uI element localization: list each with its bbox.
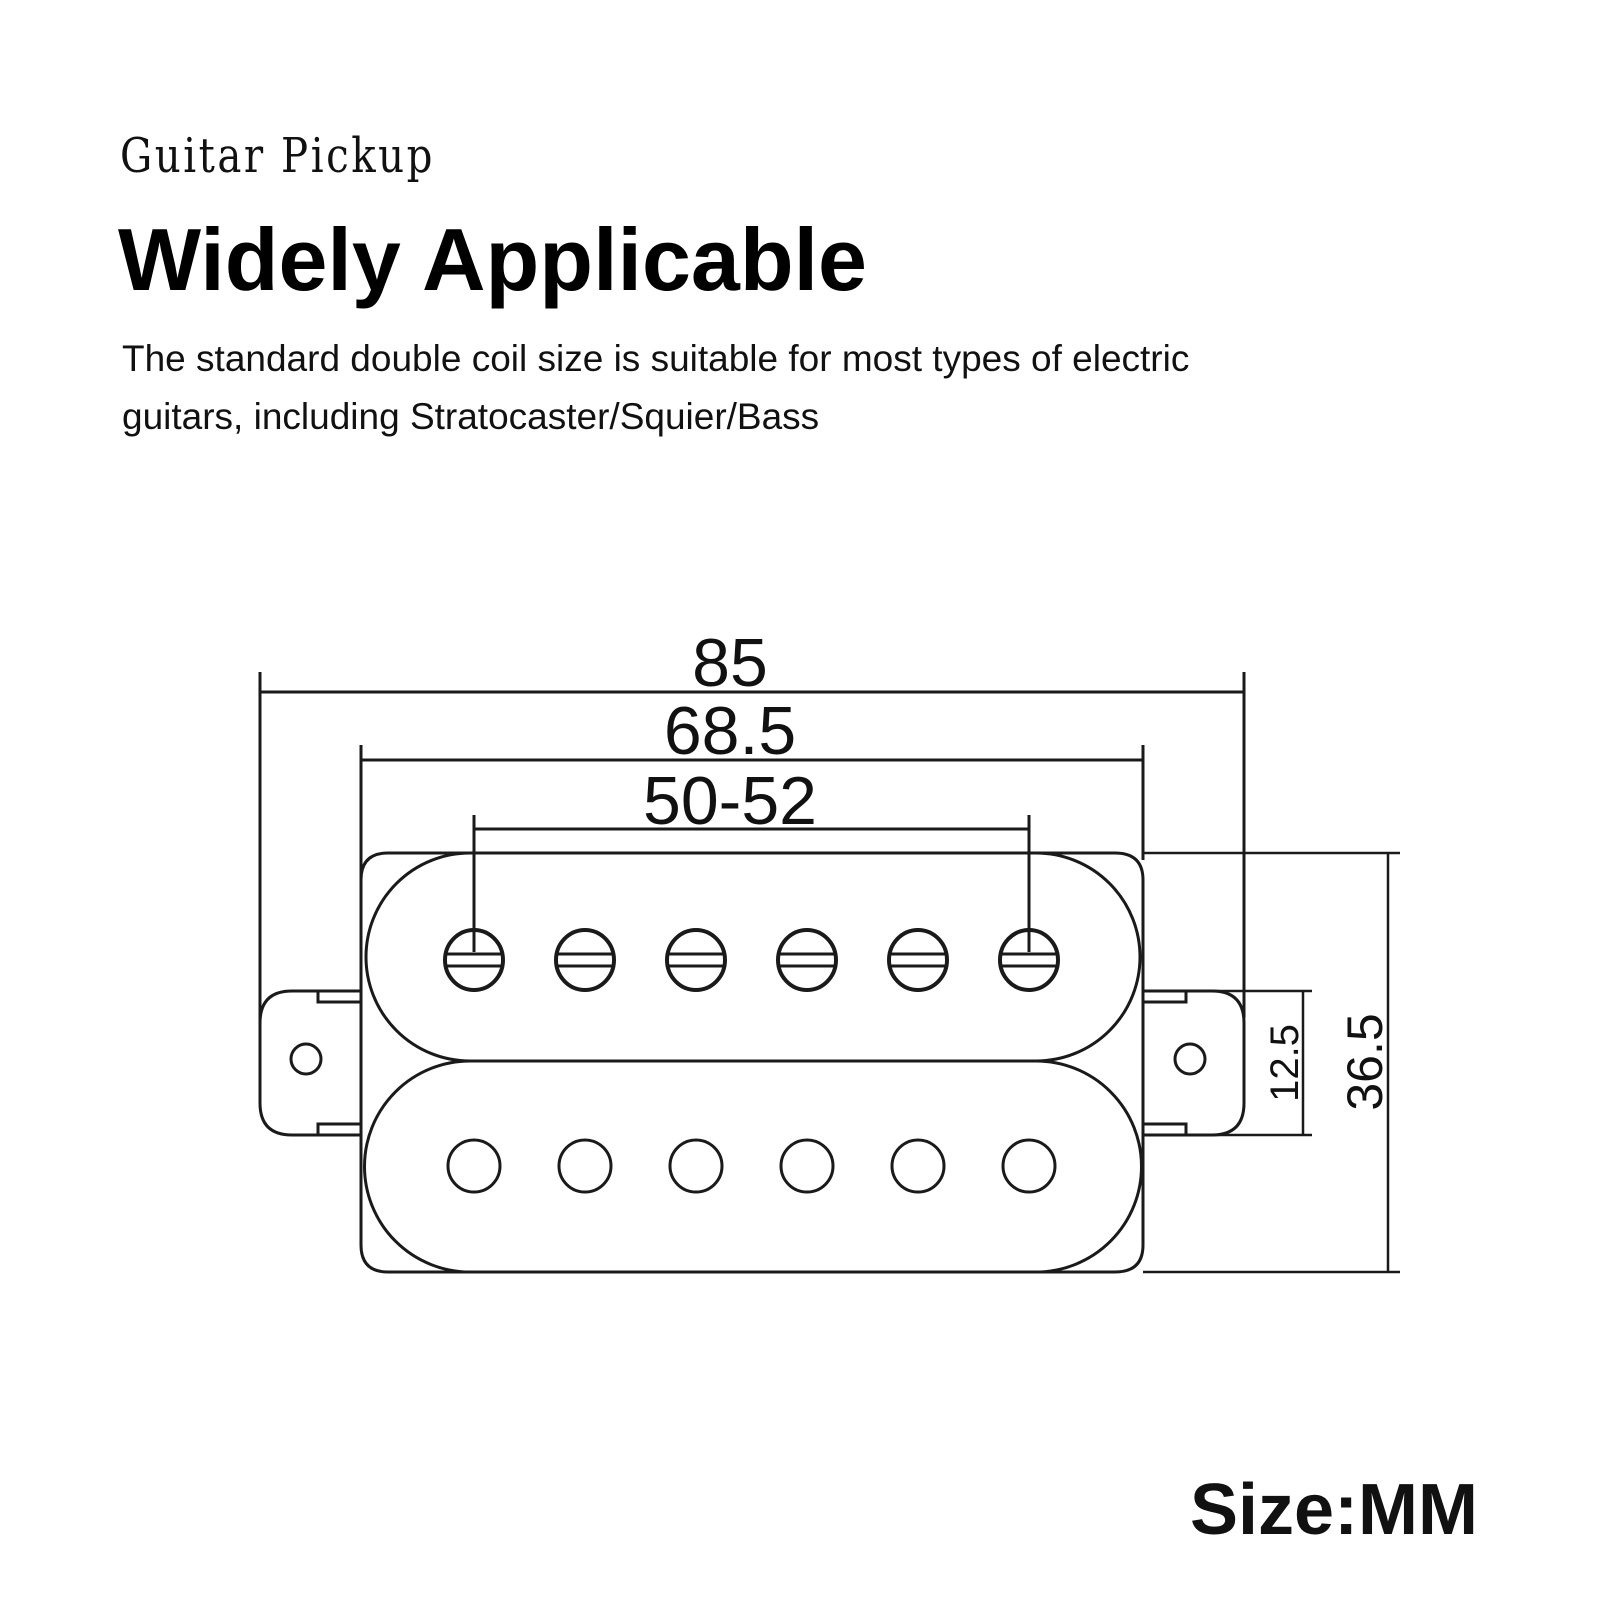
screw-pole-4 (776, 928, 838, 992)
label-overall-length: 85 (692, 625, 768, 701)
subtitle: Guitar Pickup (120, 128, 435, 184)
dimension-tab-height (1186, 989, 1312, 1137)
dimension-overall-length (258, 672, 1246, 1032)
label-cover-width: 36.5 (1337, 1013, 1393, 1110)
dimension-pole-spacing (472, 815, 1031, 952)
slug-coil-outline (363, 1059, 1143, 1274)
slug-pole-1 (446, 1138, 502, 1194)
screw-pole-3 (665, 928, 727, 992)
slug-pole-3 (668, 1138, 724, 1194)
label-tab-height: 12.5 (1263, 1024, 1307, 1102)
screw-pole-pieces (443, 928, 1060, 992)
right-mounting-hole (1173, 1042, 1207, 1076)
screw-pole-2 (554, 928, 616, 992)
unit-label: Size:MM (1190, 1470, 1478, 1550)
description: The standard double coil size is suitabl… (122, 330, 1422, 446)
description-line-1: The standard double coil size is suitabl… (122, 338, 1190, 379)
description-line-2: guitars, including Stratocaster/Squier/B… (122, 396, 820, 437)
label-pole-spacing: 50-52 (643, 763, 817, 839)
screw-pole-1 (443, 928, 505, 992)
slug-pole-5 (890, 1138, 946, 1194)
screw-coil-outline (364, 851, 1142, 1063)
screw-pole-6 (998, 928, 1060, 992)
slug-pole-4 (779, 1138, 835, 1194)
dimension-cover-length (359, 745, 1145, 905)
left-mounting-tab (258, 989, 361, 1137)
page-title: Widely Applicable (118, 210, 867, 309)
slug-pole-pieces (446, 1138, 1057, 1194)
label-cover-length: 68.5 (664, 693, 796, 769)
screw-pole-5 (887, 928, 949, 992)
baseplate-outline (359, 851, 1145, 1274)
dimension-cover-width (1143, 851, 1400, 1274)
left-mounting-hole (289, 1042, 323, 1076)
slug-pole-6 (1001, 1138, 1057, 1194)
slug-pole-2 (557, 1138, 613, 1194)
right-mounting-tab (1143, 989, 1246, 1137)
